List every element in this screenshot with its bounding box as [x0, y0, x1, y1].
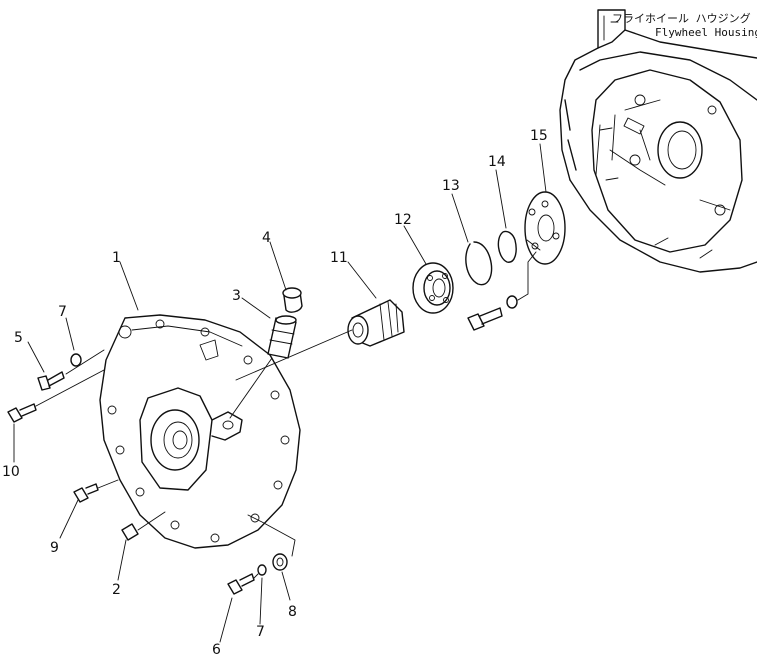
part-4-cap — [282, 287, 303, 313]
part-13-retaining-ring — [465, 241, 493, 286]
callout-9: 9 — [50, 540, 59, 556]
part-5-bolt — [37, 371, 65, 391]
part-15-plate — [524, 191, 566, 265]
part-11-shaft — [347, 299, 405, 347]
part-7-washer-upper — [70, 353, 82, 367]
part-7-washer-lower — [257, 564, 267, 576]
callout-8: 8 — [288, 604, 297, 620]
housing-bolt — [467, 295, 518, 331]
callout-11: 11 — [330, 250, 348, 266]
callout-14: 14 — [488, 154, 506, 170]
callout-12: 12 — [394, 212, 412, 228]
callout-10: 10 — [2, 464, 20, 480]
callout-2: 2 — [112, 582, 121, 598]
part-3-fitting — [267, 315, 297, 359]
callout-7-lower: 7 — [256, 624, 265, 640]
part-14-snap-ring — [497, 230, 517, 263]
part-8-nut — [272, 553, 288, 571]
callout-7-upper: 7 — [58, 304, 67, 320]
part-12-bearing — [412, 262, 454, 314]
callout-6: 6 — [212, 642, 221, 655]
assembly-lines — [35, 251, 537, 579]
title-en: Flywheel Housing — [655, 26, 757, 39]
callout-15: 15 — [530, 128, 548, 144]
callout-numbers: 1 2 3 4 5 6 7 7 8 9 10 11 12 13 14 15 — [2, 128, 548, 655]
part-9-bolt — [73, 483, 99, 503]
callout-3: 3 — [232, 288, 241, 304]
part-10-bolt — [7, 403, 37, 423]
callout-4: 4 — [262, 230, 271, 246]
callout-5: 5 — [14, 330, 23, 346]
flywheel-housing — [559, 9, 757, 273]
part-2-plug — [121, 523, 139, 541]
callout-13: 13 — [442, 178, 460, 194]
callout-1: 1 — [112, 250, 121, 266]
part-1-pump-body — [99, 314, 301, 549]
part-6-bolt — [227, 573, 255, 595]
title-jp: フライホイール ハウジング — [612, 11, 751, 25]
callout-leaders — [13, 143, 547, 643]
